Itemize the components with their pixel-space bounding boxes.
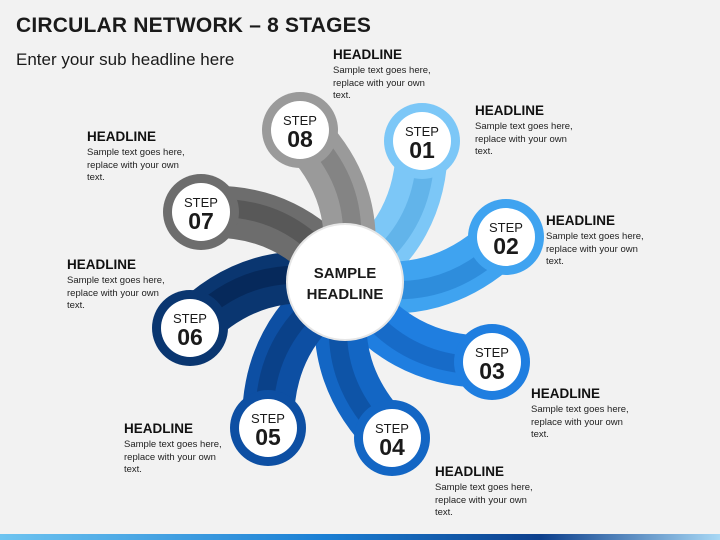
step-headline: HEADLINE: [475, 103, 545, 118]
step-number: 06: [177, 324, 203, 350]
step-headline: HEADLINE: [435, 464, 505, 479]
step-headline: HEADLINE: [333, 47, 403, 62]
step-badge: [172, 183, 230, 241]
step-number: 01: [409, 137, 435, 163]
step-label-02: HEADLINE Sample text goes here, replace …: [546, 213, 658, 269]
step-label-08: HEADLINE Sample text goes here, replace …: [333, 47, 445, 103]
step-number: 07: [188, 208, 214, 234]
step-headline: HEADLINE: [124, 421, 194, 436]
step-label-07: HEADLINE Sample text goes here, replace …: [87, 129, 199, 185]
step-text: Sample text goes here, replace with your…: [124, 439, 222, 475]
step-word: STEP: [283, 113, 317, 128]
step-badge: [363, 409, 421, 467]
step-word: STEP: [375, 421, 409, 436]
step-headline: HEADLINE: [67, 257, 137, 272]
step-text: Sample text goes here, replace with your…: [435, 482, 533, 518]
step-word: STEP: [173, 311, 207, 326]
bottom-accent-bar: [0, 534, 720, 540]
step-label-04: HEADLINE Sample text goes here, replace …: [435, 464, 547, 520]
step-badge: [271, 101, 329, 159]
step-badge: [393, 112, 451, 170]
center-line-2: HEADLINE: [307, 286, 384, 303]
step-label-01: HEADLINE Sample text goes here, replace …: [475, 103, 587, 159]
step-number: 03: [479, 358, 505, 384]
step-text: Sample text goes here, replace with your…: [475, 121, 573, 157]
step-word: STEP: [251, 411, 285, 426]
step-badge: [161, 299, 219, 357]
step-text: Sample text goes here, replace with your…: [333, 65, 431, 101]
step-number: 04: [379, 434, 405, 460]
step-badge: [239, 399, 297, 457]
step-label-03: HEADLINE Sample text goes here, replace …: [531, 386, 643, 442]
step-word: STEP: [405, 124, 439, 139]
step-badge: [477, 208, 535, 266]
step-label-05: HEADLINE Sample text goes here, replace …: [124, 421, 236, 477]
step-headline: HEADLINE: [546, 213, 616, 228]
step-word: STEP: [184, 195, 218, 210]
step-label-06: HEADLINE Sample text goes here, replace …: [67, 257, 179, 313]
center-hub: SAMPLE HEADLINE: [286, 223, 404, 341]
step-number: 08: [287, 126, 313, 152]
step-text: Sample text goes here, replace with your…: [531, 404, 629, 440]
center-line-1: SAMPLE: [314, 265, 377, 282]
step-text: Sample text goes here, replace with your…: [67, 275, 165, 311]
step-headline: HEADLINE: [531, 386, 601, 401]
step-word: STEP: [489, 220, 523, 235]
page-subtitle: Enter your sub headline here: [16, 50, 235, 69]
step-number: 05: [255, 424, 281, 450]
page-title: CIRCULAR NETWORK – 8 STAGES: [16, 14, 372, 37]
step-number: 02: [493, 233, 519, 259]
step-text: Sample text goes here, replace with your…: [87, 147, 185, 183]
step-text: Sample text goes here, replace with your…: [546, 231, 644, 267]
step-badge: [463, 333, 521, 391]
step-headline: HEADLINE: [87, 129, 157, 144]
step-word: STEP: [475, 345, 509, 360]
